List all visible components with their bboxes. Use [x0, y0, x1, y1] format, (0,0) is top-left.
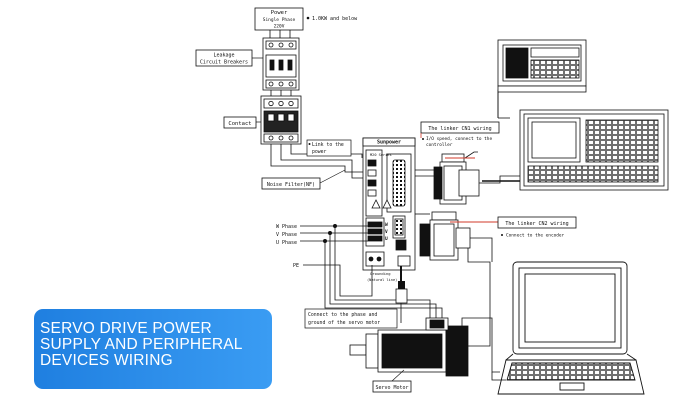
banner-title: SERVO DRIVE POWER SUPPLY AND PERIPHERAL …	[40, 321, 270, 369]
power-label: Power	[271, 10, 288, 16]
cn2-note: Connect to the encoder	[506, 233, 565, 239]
breaker-icon	[262, 37, 300, 91]
v-phase-label: V Phase	[276, 232, 297, 238]
power-note-bullet	[306, 16, 310, 20]
drive-grounding-sub: (Natural line)	[367, 278, 397, 282]
drive-brand: Sunpower	[377, 140, 401, 146]
pe-label: PE	[293, 263, 299, 269]
contact-label: Contact	[223, 116, 261, 129]
cn2-title: The linker CN2 wiring	[505, 221, 568, 227]
cnc-controller-icon	[519, 109, 669, 191]
power-voltage: 220V	[274, 24, 285, 30]
servo-motor-label: Servo Motor	[372, 369, 412, 393]
laptop-icon	[497, 261, 645, 395]
cn1-title: The linker CN1 wiring	[428, 126, 491, 132]
drive-grounding: Grounding	[370, 271, 391, 276]
link-to-power-label: Link to the power	[306, 139, 352, 157]
phase-labels: W Phase V Phase U Phase PE	[276, 224, 299, 269]
svg-text:Circuit Breakers: Circuit Breakers	[200, 60, 248, 66]
power-box: Power Single Phase 220V	[254, 7, 304, 31]
leakage-breaker-label: Leakage Circuit Breakers	[195, 49, 263, 67]
servo-drive-icon	[362, 137, 416, 271]
cn1-connector	[415, 151, 520, 205]
svg-text:ground of the servo motor: ground of the servo motor	[308, 320, 380, 326]
encoder-cable	[461, 248, 500, 373]
w-phase-label: W Phase	[276, 224, 297, 230]
title-banner	[34, 309, 272, 389]
banner-line-3: DEVICES WIRING	[40, 352, 173, 369]
cn2-connector	[415, 211, 471, 261]
drive-ground-cable	[395, 266, 408, 323]
u-phase-label: U Phase	[276, 240, 297, 246]
svg-text:Contact: Contact	[228, 121, 251, 127]
banner-line-2: SUPPLY AND PERIPHERAL	[40, 336, 243, 353]
plc-icon	[497, 39, 587, 119]
cn2-callout: The linker CN2 wiring Connect to the enc…	[450, 216, 577, 239]
svg-text:Link to the: Link to the	[312, 142, 344, 148]
drive-terminal-v: V	[385, 229, 388, 235]
svg-text:power: power	[312, 150, 327, 155]
svg-text:Noise Filter(NF): Noise Filter(NF)	[267, 182, 315, 188]
laptop-cable	[491, 372, 506, 381]
banner-line-1: SERVO DRIVE POWER	[40, 320, 212, 337]
drive-terminal-w: W	[385, 222, 388, 228]
svg-text:Leakage: Leakage	[213, 53, 234, 59]
svg-text:Connect to the phase and: Connect to the phase and	[308, 312, 377, 318]
drive-series: M20 Series	[370, 153, 392, 157]
noise-filter-label: Noise Filter(NF)	[261, 169, 346, 190]
contactor-icon	[260, 95, 302, 145]
phase-wires	[300, 223, 443, 318]
servo-motor-icon	[349, 317, 469, 377]
cn2-cable	[470, 237, 493, 262]
cn1-note1: I/O speed, connect to the	[426, 136, 492, 142]
svg-text:Servo Motor: Servo Motor	[375, 385, 408, 391]
cn1-note2: controller	[426, 142, 453, 148]
power-note: 1.0KW and below	[312, 16, 358, 22]
cn1-callout: The linker CN1 wiring I/O speed, connect…	[420, 121, 500, 159]
power-phase: Single Phase	[263, 17, 296, 23]
drive-terminal-u: U	[385, 236, 388, 242]
motor-connect-label: Connect to the phase and ground of the s…	[304, 308, 398, 329]
